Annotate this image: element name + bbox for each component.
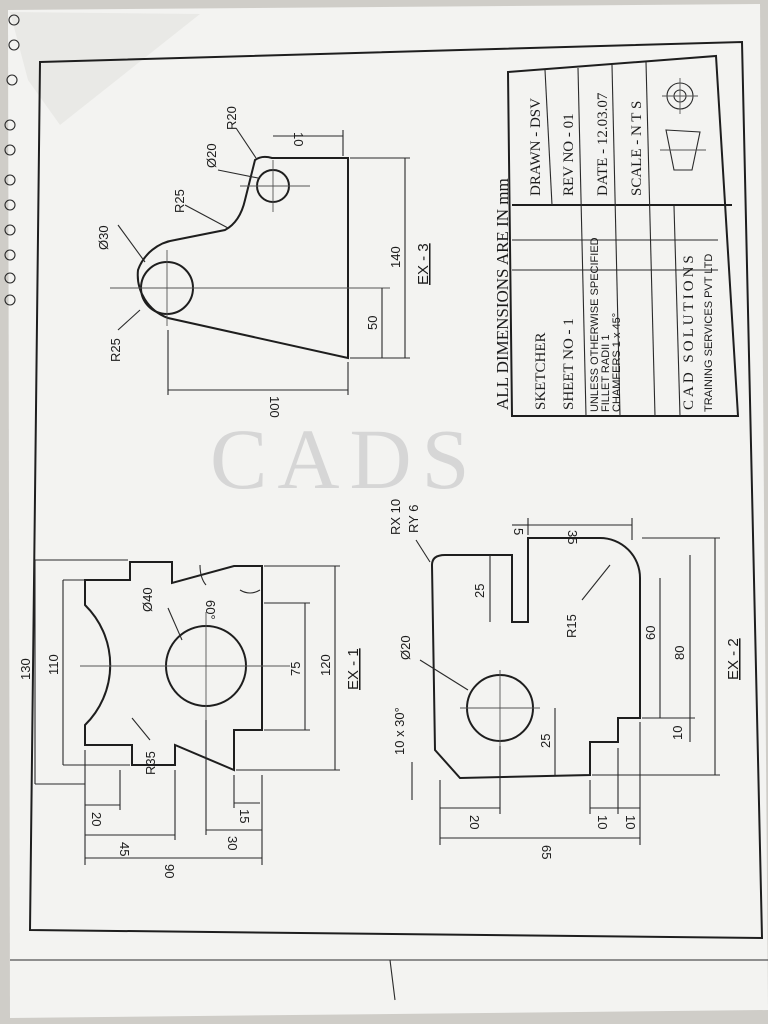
ex3-dim-r25-bottom: R25 xyxy=(108,338,123,362)
general-note-2: FILLET RADII 1 xyxy=(600,335,612,412)
ex3-drawing xyxy=(110,127,410,395)
ex2-dim-25-bottom: 25 xyxy=(538,734,553,748)
ex1-dim-75: 75 xyxy=(288,662,303,676)
ex2-dim-35: 35 xyxy=(565,530,580,544)
drawn-by: DRAWN - DSV xyxy=(528,98,544,196)
torn-corner xyxy=(10,12,200,125)
ex2-dim-10-vertical: 10 xyxy=(670,726,685,740)
ex2-dim-dia20: Ø20 xyxy=(398,635,413,660)
ex3-dim-50: 50 xyxy=(365,316,380,330)
ex1-dim-30: 30 xyxy=(225,836,240,850)
ex3-dim-100: 100 xyxy=(267,396,282,418)
general-note-3: CHAMFERS 1 x 45° xyxy=(611,313,623,412)
ex2-outline xyxy=(430,537,641,780)
drawing-date: DATE - 12.03.07 xyxy=(595,92,611,196)
general-note-1: UNLESS OTHERWISE SPECIFIED xyxy=(589,237,601,412)
ex1-dim-110: 110 xyxy=(46,654,61,675)
ex2-dim-10-a: 10 xyxy=(595,815,610,829)
ex3-dim-10: 10 xyxy=(291,132,306,146)
ex2-dim-r15: R15 xyxy=(564,614,579,638)
margin-divider xyxy=(389,959,396,1001)
ex1-dim-dia40: Ø40 xyxy=(140,587,155,612)
ex2-dim-25-top: 25 xyxy=(472,584,487,598)
ex2-dim-20: 20 xyxy=(467,815,482,829)
spiral-binding xyxy=(4,14,20,306)
ex2-label: EX - 2 xyxy=(725,638,742,680)
ex1-dim-60deg: 60° xyxy=(203,600,218,620)
ex2-dim-5: 5 xyxy=(511,528,526,535)
ex2-dim-rx10: RX 10 xyxy=(388,499,403,535)
ex1-dim-45: 45 xyxy=(117,842,132,856)
all-dimensions-note: ALL DIMENSIONS ARE IN mm xyxy=(493,178,512,410)
ex1-dim-r35: R35 xyxy=(143,751,158,775)
sketcher-label: SKETCHER xyxy=(533,332,549,410)
sheet-border xyxy=(28,40,764,940)
ex3-dim-dia20: Ø20 xyxy=(204,143,219,168)
ex3-dim-140: 140 xyxy=(388,246,403,268)
paper xyxy=(8,4,768,1018)
title-block xyxy=(506,54,740,417)
ex1-drawing xyxy=(34,559,340,865)
ex1-dim-120: 120 xyxy=(318,654,333,676)
ex3-dim-r25-top: R25 xyxy=(172,189,187,213)
ex2-dim-80: 80 xyxy=(672,646,687,660)
ex2-dim-10-b: 10 xyxy=(623,815,638,829)
ex2-dim-65: 65 xyxy=(539,845,554,859)
drawing-scale: SCALE - N T S xyxy=(629,101,645,196)
projection-symbol xyxy=(660,78,706,171)
ex1-dim-130: 130 xyxy=(18,658,33,680)
ex1-dim-15: 15 xyxy=(237,809,252,823)
ex3-dim-dia30: Ø30 xyxy=(96,225,111,250)
watermark: CADS xyxy=(210,411,479,507)
ex2-drawing xyxy=(411,518,720,845)
ex1-outline xyxy=(84,561,263,772)
ex3-outline xyxy=(136,155,349,360)
ex1-label: EX - 1 xyxy=(345,648,362,690)
ex2-dim-ry6: RY 6 xyxy=(406,505,421,533)
ex1-dim-20: 20 xyxy=(89,812,104,826)
company-name: CAD SOLUTIONS xyxy=(681,252,697,410)
ex3-dim-r20: R20 xyxy=(224,106,239,130)
ex1-dim-90: 90 xyxy=(162,864,177,878)
ex2-dim-chamfer: 10 x 30° xyxy=(392,707,407,755)
company-subtitle: TRAINING SERVICES PVT LTD xyxy=(703,254,715,412)
ex2-dim-60: 60 xyxy=(643,626,658,640)
revision-number: REV NO - 01 xyxy=(561,113,577,196)
sheet-number: SHEET NO - 1 xyxy=(561,318,577,410)
ex3-label: EX - 3 xyxy=(415,243,432,285)
